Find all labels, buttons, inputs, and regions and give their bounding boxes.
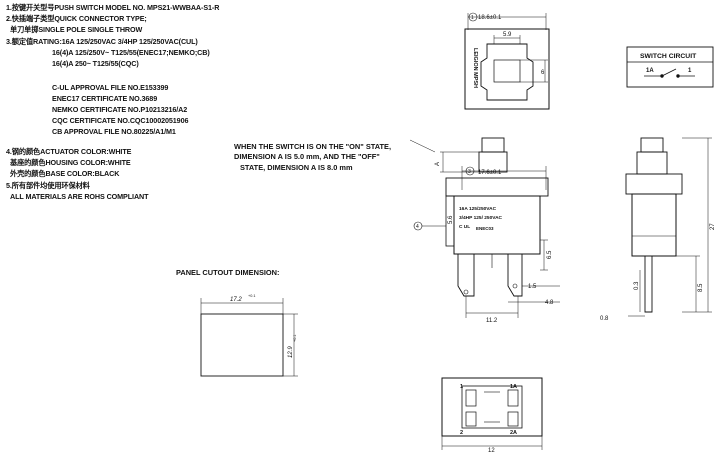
spec-model: 1.按键开关型号PUSH SWITCH MODEL NO. MPS21-WWBA… [6, 3, 220, 12]
top-view-callout: 1 [471, 15, 474, 21]
side-view [625, 137, 712, 317]
side-dim-27: 27 [710, 223, 716, 230]
spec-nemko-cert: NEMKO CERTIFICATE NO.P10213216/A2 [52, 105, 188, 114]
panel-cutout-width-tol: +0.1 [248, 294, 256, 298]
bottom-label-2: 2 [460, 430, 463, 436]
top-view-inner-width: 5.9 [503, 32, 512, 38]
spec-base-color: 外壳的颜色BASE COLOR:BLACK [10, 169, 120, 178]
state-note-line2: DIMENSION A IS 5.0 mm, AND THE "OFF" [234, 152, 380, 161]
spec-cb-file: CB APPROVAL FILE NO.80225/A1/M1 [52, 127, 176, 136]
spec-connector: 2.快插端子类型QUICK CONNECTOR TYPE; [6, 14, 147, 23]
spec-actuator-color: 4.钢的颜色ACTUATOR COLOR:WHITE [6, 147, 132, 156]
panel-cutout-width: 17.2 [230, 297, 242, 303]
spec-rating: 3.额定值RATING:16A 125/250VAC 3/4HP 125/250… [6, 37, 198, 46]
switch-circuit-right: 1 [688, 68, 692, 74]
state-note-line3: STATE, DIMENSION A IS 8.0 mm [240, 163, 353, 172]
bottom-label-2a: 2A [510, 430, 517, 436]
side-dim-0-3: 0.3 [634, 281, 640, 290]
front-label-cul: C UL [459, 224, 470, 230]
switch-circuit-box [626, 46, 714, 88]
spec-rating-cqc: 16(4)A 250~ T125/55(CQC) [52, 59, 139, 68]
front-dim-5-6: 5.6 [448, 215, 454, 224]
top-view-diameter: 18.6±0.1 [478, 15, 502, 21]
spec-housing-color: 基座的颜色HOUSING COLOR:WHITE [10, 158, 131, 167]
state-note-line1: WHEN THE SWITCH IS ON THE "ON" STATE, [234, 142, 392, 151]
front-callout-4: 4 [416, 224, 419, 230]
side-dim-8-5: 8.5 [698, 283, 704, 292]
front-dim-6-5: 6.5 [547, 250, 553, 259]
front-dim-a: A [435, 162, 441, 166]
switch-circuit-title: SWITCH CIRCUIT [640, 53, 697, 60]
side-dim-0-8: 0.8 [600, 316, 609, 322]
bottom-dim-12: 12 [488, 448, 495, 454]
bottom-label-1a: 1A [510, 384, 517, 390]
front-callout-3: 3 [468, 169, 471, 175]
switch-circuit-left: 1A [646, 68, 654, 74]
spec-cqc-cert: CQC CERTIFICATE NO.CQC10002051906 [52, 116, 189, 125]
panel-cutout [200, 298, 298, 377]
front-label-rating: 16A 125/250VAC [459, 206, 497, 212]
spec-pole: 单刀单掷SINGLE POLE SINGLE THROW [10, 25, 143, 34]
front-dim-1-5: 1.5 [528, 284, 537, 290]
bottom-view [441, 377, 543, 450]
spec-rating-enec: 16(4)A 125/250V~ T125/55(ENEC17;NEMKO;CB… [52, 48, 210, 57]
bottom-label-1: 1 [460, 384, 463, 390]
top-view-inner-height: 6 [541, 70, 545, 76]
spec-materials-rohs: ALL MATERIALS ARE ROHS COMPLIANT [10, 192, 149, 201]
panel-cutout-height: 12.9 [288, 346, 294, 358]
front-label-enec: ENEC03 [476, 226, 494, 231]
top-view-logo: LEIGION MPSH [472, 48, 478, 88]
front-body-width: 17.6±0.1 [478, 170, 502, 176]
spec-enec-cert: ENEC17 CERTIFICATE NO.3689 [52, 94, 158, 103]
front-view [409, 137, 560, 318]
top-view [464, 12, 550, 110]
spec-materials-cn: 5.所有部件均使用环保材料 [6, 181, 90, 190]
callout-1-circle [468, 12, 478, 22]
spec-cul-file: C-UL APPROVAL FILE NO.E153399 [52, 83, 169, 92]
front-dim-11-2: 11.2 [486, 318, 498, 324]
front-dim-4-8: 4.8 [545, 300, 554, 306]
panel-cutout-title: PANEL CUTOUT DIMENSION: [176, 268, 279, 277]
front-label-hp: 3/4HP 125/ 250VAC [459, 215, 503, 221]
panel-cutout-height-tol: +0.1 [293, 335, 297, 343]
